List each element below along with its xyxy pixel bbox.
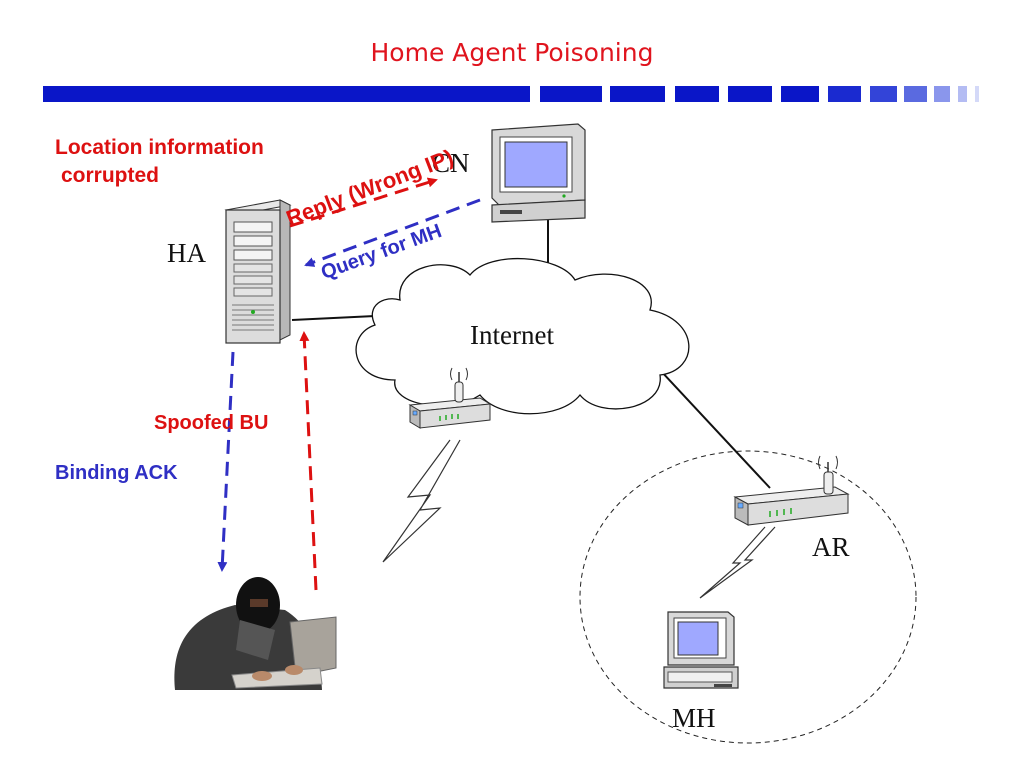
spoofed-bu-label: Spoofed BU: [154, 412, 269, 434]
cloud-icon: [355, 258, 690, 415]
server-icon: [224, 199, 292, 344]
slide-title: Home Agent Poisoning: [370, 38, 654, 67]
laptop-icon: [663, 611, 739, 689]
wireless-router-icon: [733, 455, 850, 526]
title-bar: [43, 86, 979, 102]
access-network-boundary: [579, 450, 917, 744]
ha-label: HA: [167, 238, 206, 268]
mh-label: MH: [672, 703, 716, 733]
ar-label: AR: [812, 532, 850, 562]
spoofed-bu-arrow: [299, 331, 318, 591]
corrupt-location-arrow: [289, 177, 438, 228]
binding-ack-label: Binding ACK: [55, 462, 178, 484]
wireless-router-icon: [408, 367, 492, 429]
binding-ack-arrow: [217, 351, 235, 572]
desktop-computer-icon: [491, 123, 586, 223]
location-info-line2: corrupted: [61, 164, 160, 187]
query-arrow: [304, 198, 481, 267]
location-info-label: Location information corrupted: [55, 134, 264, 190]
lightning-link-icon: [382, 439, 776, 599]
attacker-icon: [174, 577, 337, 690]
cn-label: CN: [432, 148, 470, 178]
internet-label: Internet: [470, 320, 554, 350]
location-info-line1: Location information: [55, 136, 264, 159]
